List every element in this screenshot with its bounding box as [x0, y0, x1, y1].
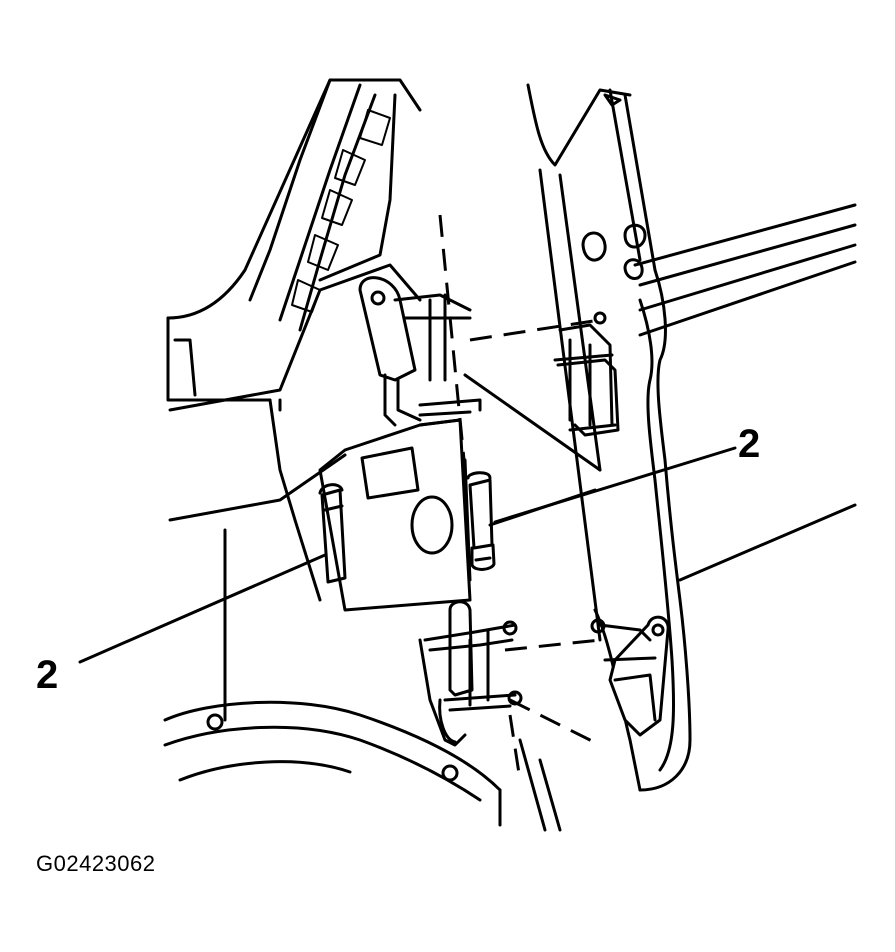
leader-line-left — [78, 553, 327, 664]
body-pillar — [166, 78, 422, 722]
hinge-pin-upper — [466, 471, 496, 571]
leader-lines — [78, 446, 737, 664]
upper-hinge-door — [553, 311, 620, 437]
figure-id: G02423062 — [36, 851, 156, 876]
hinge-pin-lower — [318, 483, 347, 584]
mounting-plate — [318, 373, 602, 612]
lower-sill — [163, 700, 562, 832]
alignment-lines — [438, 214, 601, 781]
upper-hinge-body — [358, 276, 482, 427]
callout-label-lower-pin: 2 — [36, 653, 59, 697]
door-panel — [526, 83, 857, 792]
lower-hinge-door — [590, 615, 670, 737]
callout-label-upper-pin: 2 — [738, 422, 761, 466]
lower-hinge-body — [418, 600, 523, 747]
leader-line-right — [493, 446, 737, 524]
